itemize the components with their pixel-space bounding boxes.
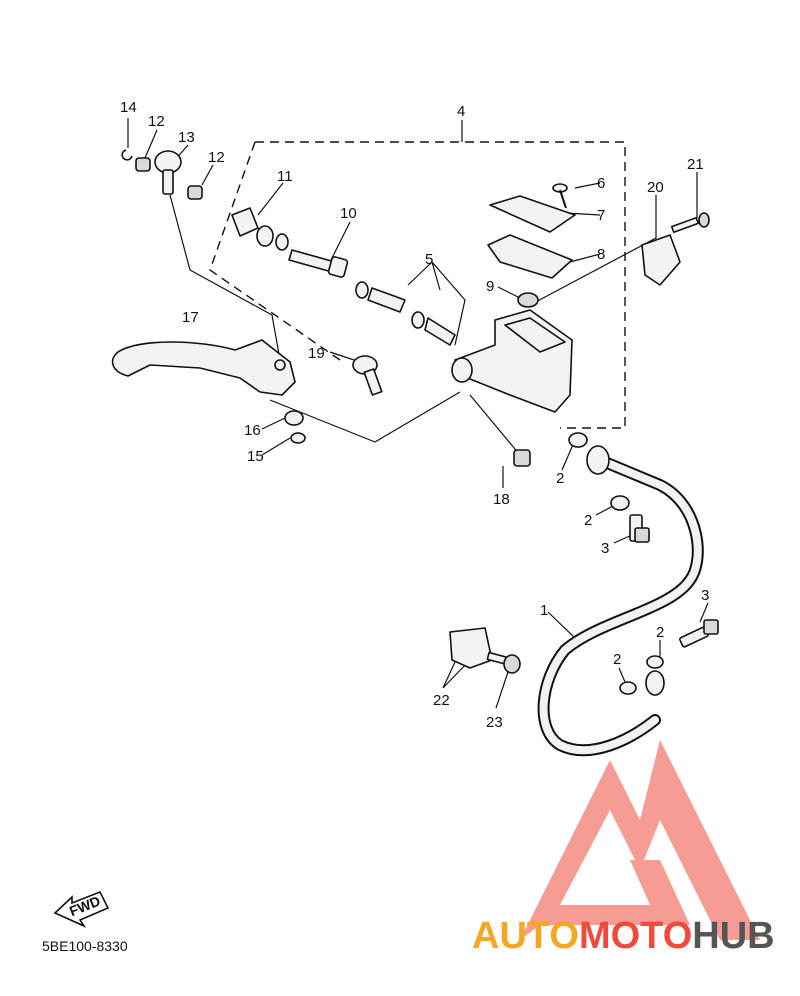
clutch-lever-17	[111, 339, 296, 396]
callout-5: 5	[425, 251, 433, 268]
callout-12a: 12	[148, 113, 165, 130]
callout-22: 22	[433, 692, 450, 709]
bracket-20	[641, 234, 681, 286]
union-bolt-3a	[629, 514, 650, 543]
watermark-logo	[520, 740, 760, 940]
callout-10: 10	[340, 205, 357, 222]
lever-pivot-hole	[274, 359, 286, 371]
washer-2c	[646, 655, 664, 669]
boot-11	[231, 207, 289, 251]
callout-19: 19	[308, 345, 325, 362]
callout-3a: 3	[601, 540, 609, 557]
callout-3b: 3	[701, 587, 709, 604]
union-bolt-3b	[679, 619, 719, 648]
pin-19	[352, 355, 383, 396]
callout-14: 14	[120, 99, 137, 116]
drawing-code: 5BE100-8330	[42, 938, 128, 954]
callout-2c: 2	[656, 624, 664, 641]
piston-kit-5	[355, 281, 456, 346]
clutch-hose-1	[537, 445, 704, 757]
nut-12-right	[187, 185, 203, 200]
callout-6: 6	[597, 175, 605, 192]
watermark-hub: HUB	[692, 915, 774, 957]
washer-2d	[619, 681, 637, 695]
assembly-boundary-4	[209, 141, 626, 429]
washer-16	[284, 410, 304, 426]
callout-17: 17	[182, 309, 199, 326]
callout-13: 13	[178, 129, 195, 146]
watermark-mountain-shape	[520, 740, 760, 940]
circlip-15	[290, 432, 306, 444]
callout-12b: 12	[208, 149, 225, 166]
callout-2b: 2	[584, 512, 592, 529]
watermark-moto: MOTO	[579, 915, 692, 957]
callout-9: 9	[486, 278, 494, 295]
diaphragm-8	[487, 234, 573, 279]
nut-12-left	[135, 157, 151, 172]
callout-1: 1	[540, 602, 548, 619]
callout-21: 21	[687, 156, 704, 173]
hose-clamp-22	[449, 627, 493, 669]
callout-15: 15	[247, 448, 264, 465]
callout-16: 16	[244, 422, 261, 439]
bolt-21	[670, 212, 710, 234]
callout-18: 18	[493, 491, 510, 508]
washer-2b	[610, 495, 630, 511]
master-cylinder-body	[451, 309, 573, 413]
callout-20: 20	[647, 179, 664, 196]
cover-9	[517, 292, 539, 308]
push-rod-10	[288, 249, 349, 278]
watermark-auto: AUTO	[472, 915, 579, 957]
washer-2a	[568, 432, 588, 448]
callout-8: 8	[597, 246, 605, 263]
callout-labels: 1 2 2 2 2 3 3 4 5 6 7 8 9 10 11 12 12 13…	[120, 99, 709, 731]
callout-2d: 2	[613, 651, 621, 668]
callout-7: 7	[597, 207, 605, 224]
callout-23: 23	[486, 714, 503, 731]
callout-2a: 2	[556, 470, 564, 487]
reservoir-cap-7	[489, 195, 576, 233]
nut-18	[513, 449, 531, 467]
fwd-arrow-icon: FWD	[53, 890, 110, 928]
leader-lines	[127, 118, 709, 709]
screw-6	[552, 183, 568, 209]
callout-4: 4	[457, 103, 465, 120]
clip-14	[121, 149, 133, 161]
pivot-bolt-13	[154, 150, 182, 195]
bolt-23	[486, 651, 521, 674]
callout-11: 11	[277, 168, 293, 185]
watermark-text: AUTOMOTOHUB	[472, 915, 775, 957]
